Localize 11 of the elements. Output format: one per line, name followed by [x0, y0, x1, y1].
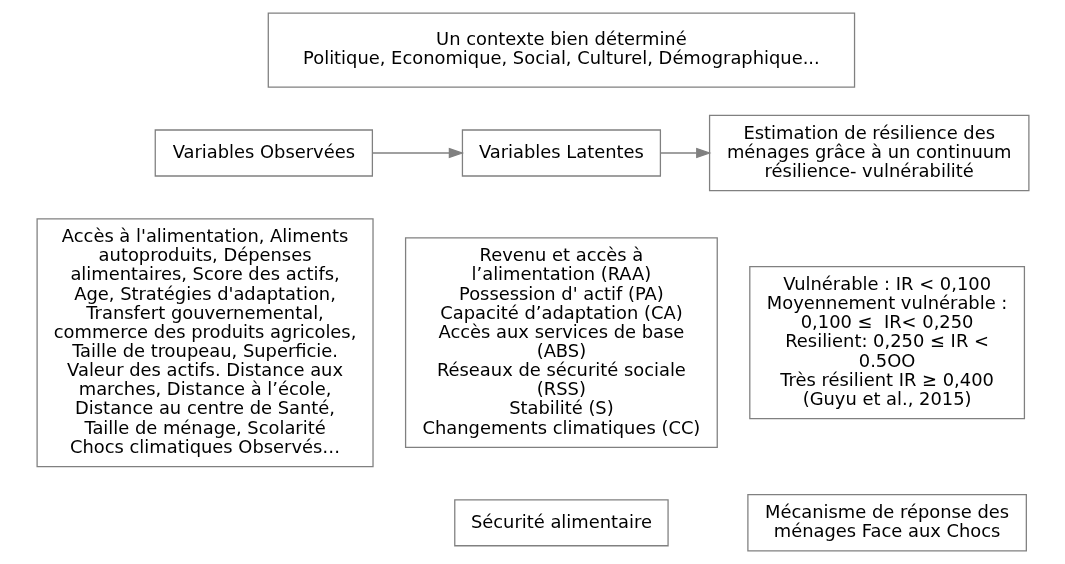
node-box: Variables Observées	[154, 129, 373, 177]
node-box: Mécanisme de réponse des ménages Face aux Chocs	[746, 494, 1027, 552]
arrow	[659, 147, 711, 159]
node-box: Estimation de résilience des ménages grâce à un continuum résilience- vulnérabilité	[708, 114, 1030, 192]
node-box: Variables Latentes	[461, 129, 661, 177]
node-box: Un contexte bien déterminé Politique, Economique, Social, Culturel, Démographique...	[267, 12, 855, 88]
node-box: Vulnérable : IR < 0,100 Moyennement vulnérable : 0,100 ≤ IR< 0,250 Resilient: 0,250 ≤ IR < 0.5OO Très résilient IR ≥ 0,400 (Guyu et al., 2015)	[748, 266, 1025, 420]
node-box: Revenu et accès à l’alimentation (RAA) Possession d' actif (PA) Capacité d’adaptation (CA) Accès aux services de base (ABS) Réseaux de sécurité sociale (RSS) Stabilité (S) Changements climatiques (CC)	[404, 237, 718, 449]
node-box: Accès à l'alimentation, Aliments autoproduits, Dépenses alimentaires, Score des actifs, Age, Stratégies d'adaptation, Transfert gouvernemental, commerce des produits agricoles, Taille de troupeau, Superficie. Valeur des actifs. Distance aux marches, Distance à l’école, Distance au centre de Santé, Taille de ménage, Scolarité Chocs climatiques Observés…	[35, 218, 374, 468]
node-box: Sécurité alimentaire	[453, 499, 669, 547]
arrow	[371, 147, 464, 159]
